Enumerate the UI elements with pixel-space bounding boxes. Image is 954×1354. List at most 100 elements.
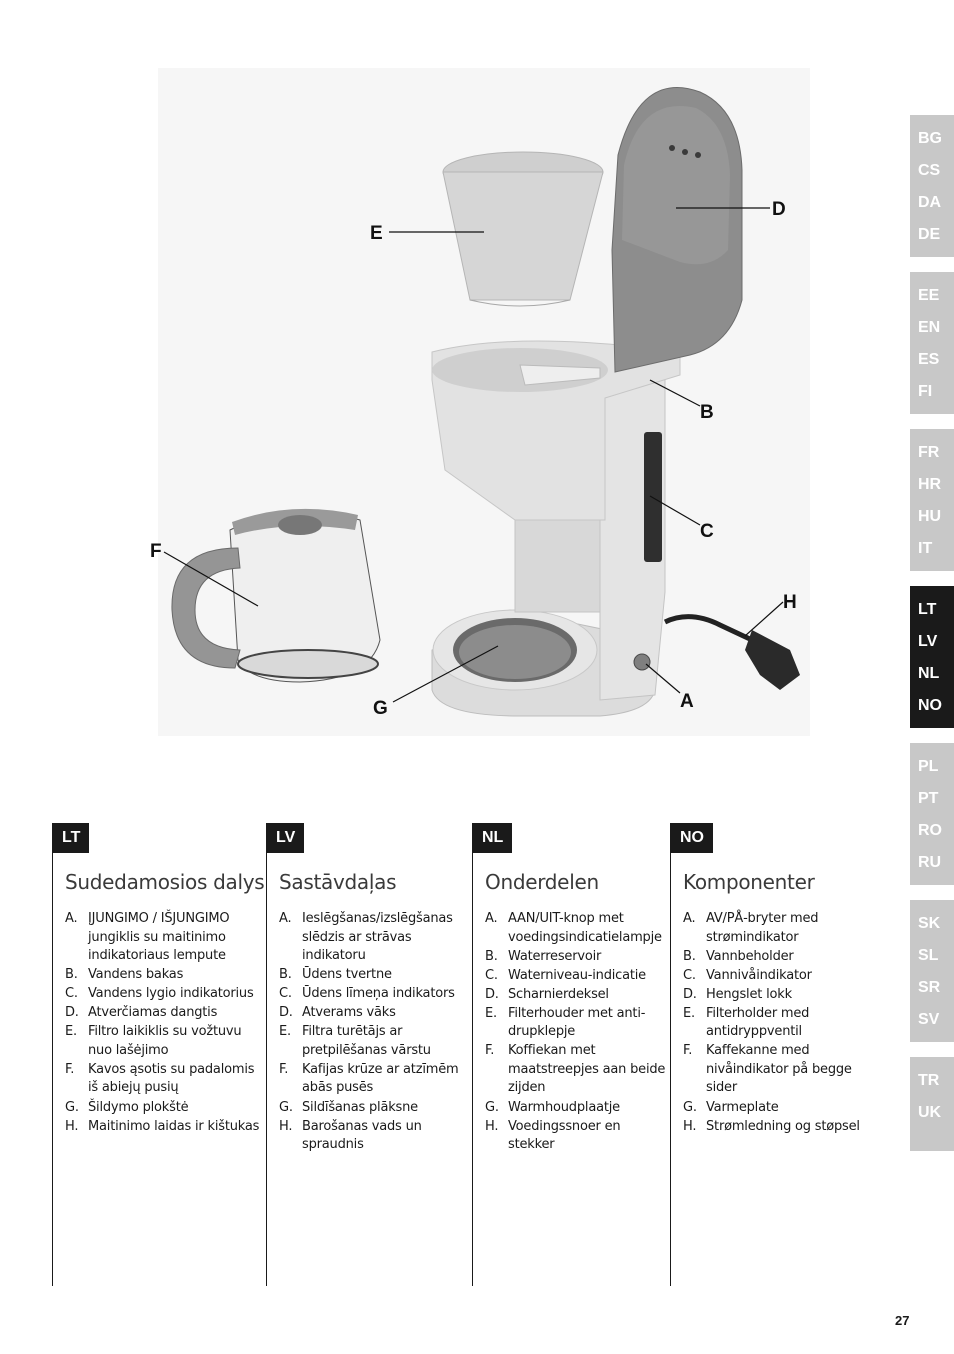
item-text: Ūdens tvertne: [302, 967, 392, 983]
language-tab-no[interactable]: NO: [918, 697, 942, 714]
language-tab-hr[interactable]: HR: [918, 476, 942, 493]
item-text: Hengslet lokk: [706, 986, 792, 1002]
language-tab-nl[interactable]: NL: [918, 665, 940, 682]
item-letter: F.: [65, 1061, 75, 1077]
coffee-carafe: [171, 508, 381, 683]
item-text: Waterniveau-indicatie: [508, 967, 646, 983]
item-text: Kafijas krūze ar atzīmēm abās pusēs: [302, 1061, 459, 1096]
item-letter: B.: [65, 967, 78, 983]
item-text: Ūdens līmeņa indikators: [302, 986, 455, 1002]
item-text: Voedingssnoer en stekker: [508, 1118, 621, 1153]
language-tab-es[interactable]: ES: [918, 351, 940, 368]
heating-plate-base: [431, 609, 656, 717]
language-tab-pl[interactable]: PL: [918, 758, 939, 775]
list-item: E.Filterholder med antidryppventil: [683, 1005, 869, 1042]
item-letter: D.: [485, 986, 499, 1002]
language-tab-cs[interactable]: CS: [918, 162, 941, 179]
language-tab-bg[interactable]: BG: [918, 130, 942, 147]
item-text: Vannivåindikator: [706, 967, 812, 983]
language-badge: LT: [53, 823, 90, 853]
list-item: D.Atverčiamas dangtis: [65, 1004, 261, 1023]
list-item: F.Kafijas krūze ar atzīmēm abās pusēs: [279, 1061, 465, 1098]
parts-list: A.Ieslēgšanas/izslēgšanas slēdzis ar str…: [279, 910, 465, 1155]
language-group: BG CS DA DE: [910, 115, 954, 257]
list-item: E.Filtro laikiklis su vožtuvu nuo lašėji…: [65, 1023, 261, 1060]
item-text: Filterholder med antidryppventil: [706, 1005, 810, 1040]
language-tab-en[interactable]: EN: [918, 319, 941, 336]
language-tab-ru[interactable]: RU: [918, 854, 942, 871]
language-tab-ro[interactable]: RO: [918, 822, 942, 839]
item-text: Atverams vāks: [302, 1005, 396, 1021]
language-tab-sl[interactable]: SL: [918, 947, 939, 964]
parts-list: A.ĮJUNGIMO / IŠJUNGIMO jungiklis su mait…: [65, 910, 261, 1137]
item-letter: F.: [485, 1043, 495, 1059]
callout-h: H: [783, 592, 797, 613]
item-text: Vannbeholder: [706, 948, 794, 964]
language-tab-hu[interactable]: HU: [918, 508, 942, 525]
item-text: Barošanas vads un spraudnis: [302, 1118, 422, 1153]
language-group: TR UK: [910, 1057, 954, 1151]
item-text: Filtra turētājs ar pretpilēšanas vārstu: [302, 1024, 431, 1058]
callout-lines: [163, 207, 784, 703]
language-group: FR HR HU IT: [910, 429, 954, 571]
list-item: B. Waterreservoir: [485, 948, 666, 967]
item-letter: G.: [279, 1099, 293, 1115]
language-tab-ee[interactable]: EE: [918, 287, 940, 304]
callout-f: F: [150, 541, 162, 562]
item-letter: C.: [65, 986, 78, 1002]
language-tab-fr[interactable]: FR: [918, 444, 940, 461]
section-title: Sastāvdaļas: [279, 870, 397, 894]
list-item: F. Koffiekan met maatstreepjes aan beide …: [485, 1042, 666, 1098]
item-letter: C.: [485, 967, 498, 983]
language-tab-da[interactable]: DA: [918, 194, 942, 211]
item-text: Filterhouder met anti-drupklepje: [508, 1005, 646, 1040]
item-letter: G.: [485, 1099, 499, 1115]
hinged-lid: [611, 87, 743, 373]
section-title: Komponenter: [683, 870, 815, 894]
language-tab-lt[interactable]: LT: [918, 601, 937, 618]
item-text: ĮJUNGIMO / IŠJUNGIMO jungiklis su maitin…: [88, 911, 230, 963]
language-tab-pt[interactable]: PT: [918, 790, 939, 807]
list-item: D. Scharnierdeksel: [485, 986, 666, 1005]
language-tab-tr[interactable]: TR: [918, 1072, 940, 1089]
item-letter: D.: [279, 1005, 293, 1021]
language-tab-uk[interactable]: UK: [918, 1104, 942, 1121]
item-text: Filtro laikiklis su vožtuvu nuo lašėjimo: [88, 1024, 242, 1058]
machine-body: [514, 359, 666, 701]
item-letter: H.: [65, 1118, 79, 1134]
language-tab-sr[interactable]: SR: [918, 979, 941, 996]
item-text: Waterreservoir: [508, 948, 602, 964]
list-item: E.Filterhouder met anti-drupklepje: [485, 1005, 666, 1042]
list-item: C. Vannivåindikator: [683, 967, 869, 986]
item-letter: G.: [65, 1099, 79, 1115]
item-letter: C.: [683, 967, 696, 983]
list-item: H. Voedingssnoer en stekker: [485, 1118, 666, 1155]
item-text: Koffiekan met maatstreepjes aan beide zi…: [508, 1043, 666, 1096]
language-tab-sk[interactable]: SK: [918, 915, 941, 932]
list-item: E.Filtra turētājs ar pretpilēšanas vārst…: [279, 1023, 465, 1060]
list-item: F.Kavos ąsotis su padalomis iš abiejų pu…: [65, 1061, 261, 1098]
item-text: Šildymo plokštė: [88, 1099, 189, 1115]
language-tab-sv[interactable]: SV: [918, 1011, 940, 1028]
item-text: Ieslēgšanas/izslēgšanas slēdzis ar strāv…: [302, 911, 453, 963]
item-letter: B.: [683, 948, 696, 964]
language-tab-lv[interactable]: LV: [918, 633, 938, 650]
list-item: A.Ieslēgšanas/izslēgšanas slēdzis ar str…: [279, 910, 465, 966]
list-item: H.Barošanas vads un spraudnis: [279, 1118, 465, 1155]
item-text: Scharnierdeksel: [508, 986, 609, 1002]
item-letter: B.: [485, 948, 498, 964]
item-text: AV/PÅ-bryter med strømindikator: [706, 911, 819, 945]
callout-a: A: [680, 691, 694, 712]
language-tab-it[interactable]: IT: [918, 540, 933, 557]
list-item: A.AV/PÅ-bryter med strømindikator: [683, 910, 869, 947]
language-tab-fi[interactable]: FI: [918, 383, 933, 400]
item-letter: H.: [485, 1118, 499, 1134]
language-tab-de[interactable]: DE: [918, 226, 941, 243]
item-letter: B.: [279, 967, 292, 983]
item-letter: D.: [65, 1005, 79, 1021]
language-badge: LV: [267, 823, 305, 853]
